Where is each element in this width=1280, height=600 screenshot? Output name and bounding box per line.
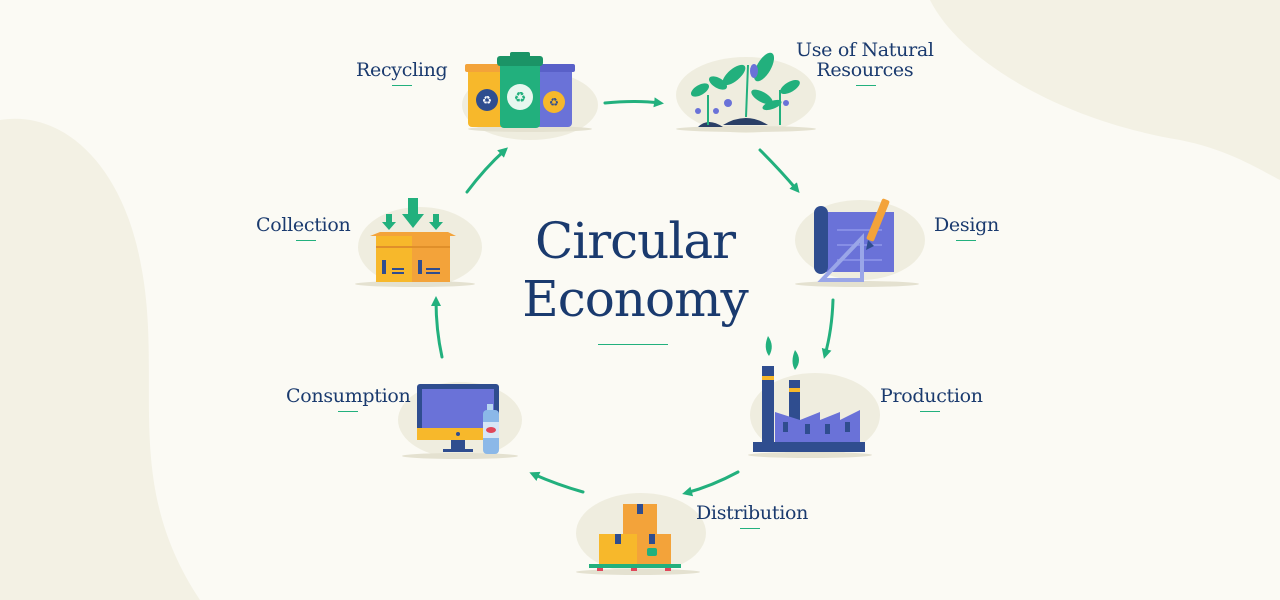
- diagram-title: Circular Economy: [480, 212, 790, 328]
- production-underline: [920, 411, 940, 412]
- arrow-collection-to-recycling: [465, 147, 508, 194]
- arrow-production-to-distribution: [682, 470, 740, 497]
- natural-resources-label-line2: Resources: [816, 59, 914, 81]
- collection-box-icon: [355, 198, 482, 287]
- boxes-pallet-icon: [576, 493, 706, 575]
- arrow-recycling-to-resources: [603, 97, 664, 108]
- factory-icon: [748, 336, 880, 458]
- arrow-resources-to-design: [758, 148, 800, 194]
- arrow-distribution-to-consumption: [529, 471, 585, 494]
- title-line-2: Economy: [522, 270, 749, 328]
- collection-label: Collection: [256, 214, 351, 236]
- natural-resources-label: Use of Natural Resources: [796, 40, 934, 80]
- plants-icon: [676, 52, 816, 133]
- distribution-underline: [740, 528, 760, 529]
- natural-resources-label-line1: Use of Natural: [796, 39, 934, 61]
- design-underline: [956, 240, 976, 241]
- design-blueprint-icon: [795, 198, 925, 287]
- distribution-label: Distribution: [696, 502, 809, 524]
- production-label: Production: [880, 385, 983, 407]
- title-line-1: Circular: [534, 212, 736, 270]
- arrow-design-to-production: [821, 298, 835, 359]
- recycling-bins-icon: ♻ ♻ ♻: [462, 52, 598, 140]
- svg-text:♻: ♻: [514, 90, 527, 106]
- arrow-consumption-to-collection: [431, 296, 444, 359]
- consumption-label: Consumption: [286, 385, 411, 407]
- natural-resources-underline: [856, 85, 876, 86]
- computer-bottle-icon: [398, 382, 522, 459]
- svg-text:♻: ♻: [549, 96, 559, 109]
- recycling-underline: [392, 85, 412, 86]
- title-underline: [598, 344, 668, 345]
- svg-text:♻: ♻: [482, 94, 492, 107]
- consumption-underline: [338, 411, 358, 412]
- design-label: Design: [934, 214, 999, 236]
- recycling-label: Recycling: [356, 59, 448, 81]
- collection-underline: [296, 240, 316, 241]
